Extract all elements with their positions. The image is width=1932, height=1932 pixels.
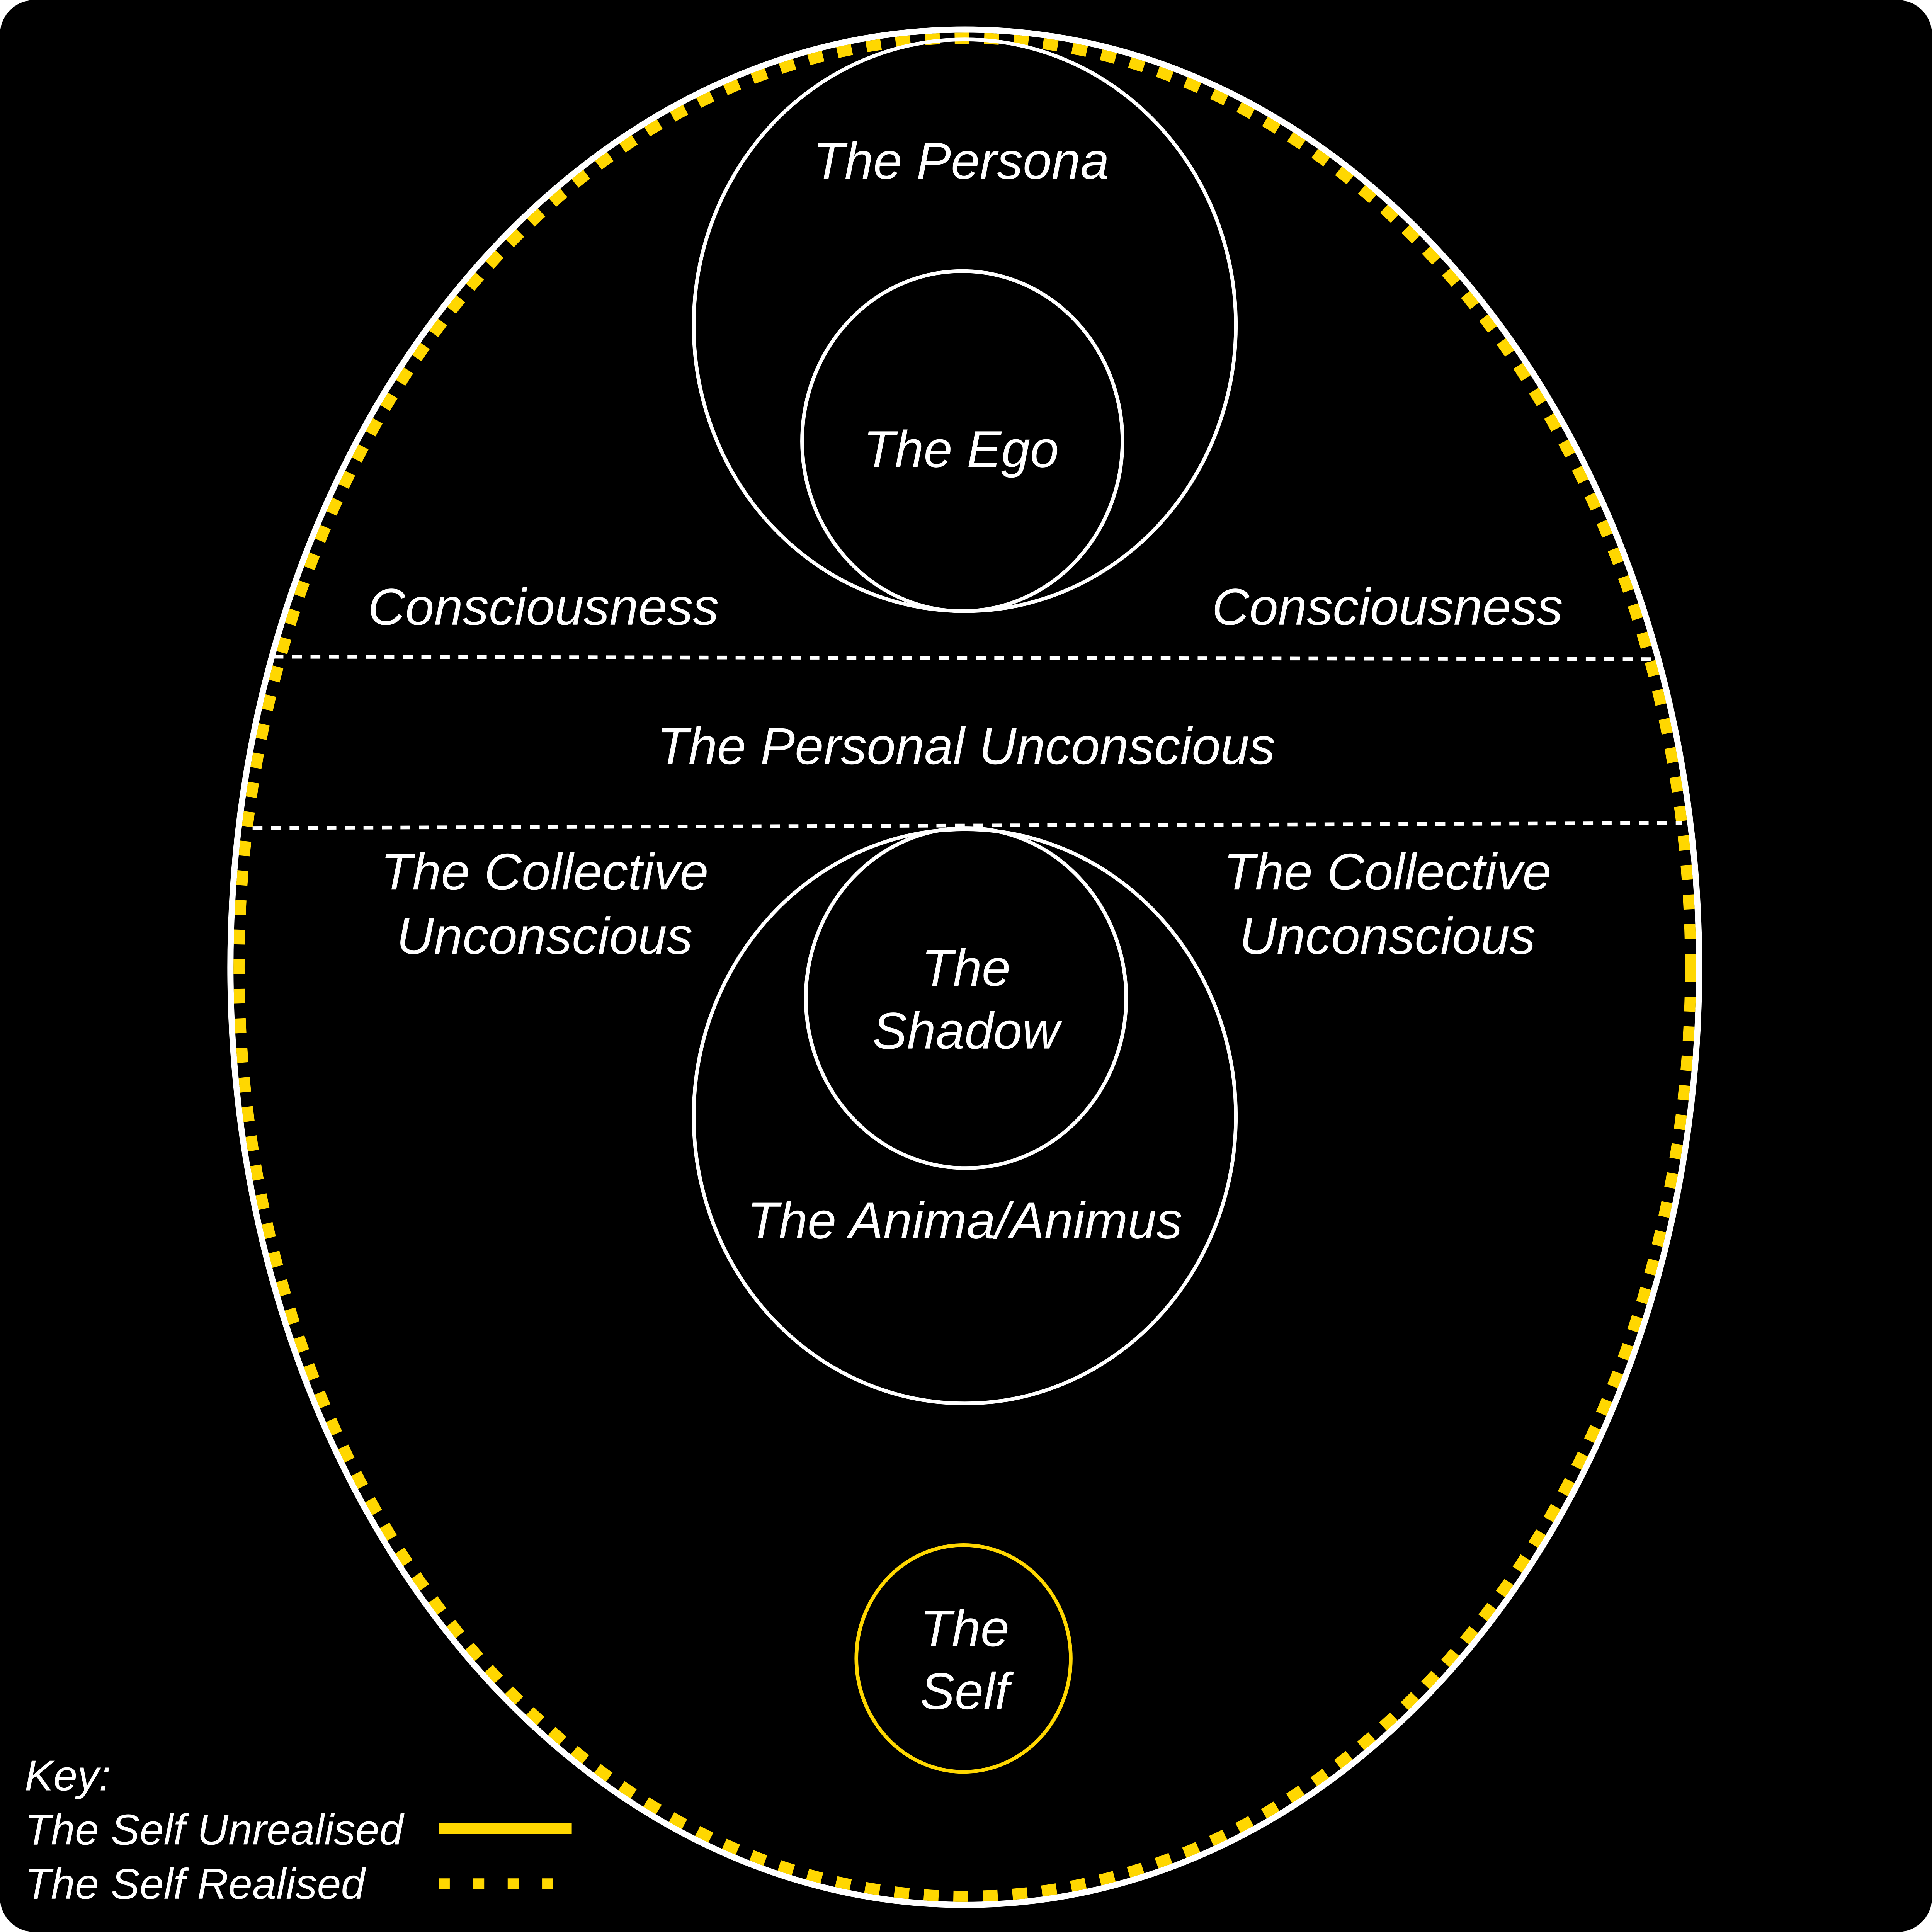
collective-label-left-line1: The Collective (381, 843, 708, 901)
collective-label-right-line2: Unconscious (1239, 907, 1536, 965)
ego-circle (800, 269, 1124, 613)
consciousness-label-left: Consciousness (368, 578, 719, 636)
self-circle (854, 1543, 1073, 1774)
consciousness-boundary (273, 655, 1651, 661)
collective-boundary (252, 821, 1682, 830)
ego-label: The Ego (863, 421, 1059, 478)
consciousness-label-right: Consciousness (1212, 578, 1563, 636)
collective-label-right-line1: The Collective (1223, 843, 1551, 901)
personal-unconscious-label: The Personal Unconscious (657, 718, 1275, 775)
key-realised-label: The Self Realised (25, 1860, 366, 1908)
persona-label: The Persona (813, 132, 1109, 190)
psyche-outline (227, 26, 1702, 1908)
collective-label-left-line2: Unconscious (396, 907, 693, 965)
self-label-line1: The (920, 1600, 1009, 1657)
key-title: Key: (25, 1751, 111, 1799)
shadow-label-line2: Shadow (872, 1002, 1062, 1060)
key: Key: The Self Unrealised The Self Realis… (25, 1751, 572, 1908)
shadow-circle (804, 826, 1128, 1170)
self-label-line2: Self (920, 1663, 1014, 1720)
key-unrealised-label: The Self Unrealised (25, 1806, 405, 1854)
anima-label: The Anima/Animus (747, 1192, 1182, 1250)
shadow-label-line1: The (922, 939, 1011, 997)
